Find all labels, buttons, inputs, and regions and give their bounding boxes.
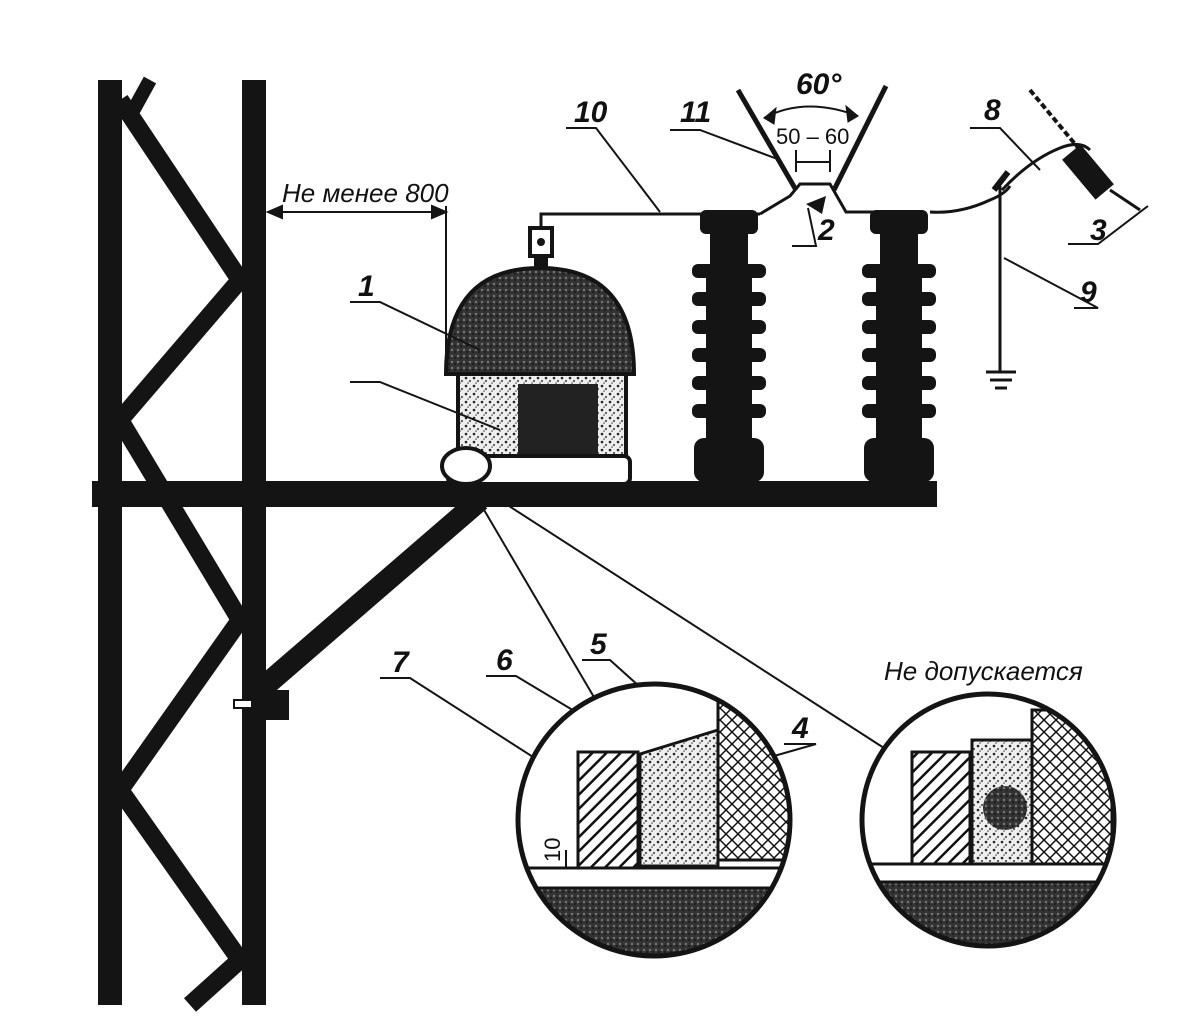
detail-connector-lines <box>469 485 885 749</box>
detail-allowed <box>515 681 793 959</box>
insulator-right <box>862 210 936 482</box>
wires <box>539 143 1092 228</box>
label-11: 11 <box>680 96 711 129</box>
ground-lead <box>986 170 1016 390</box>
angle-label: 60° <box>796 68 842 101</box>
insulator-left <box>692 210 766 482</box>
label-10: 10 <box>574 96 608 129</box>
label-6: 6 <box>496 644 513 677</box>
label-8: 8 <box>984 94 1001 127</box>
tower-lattice <box>98 76 266 1012</box>
label-1: 1 <box>358 270 375 303</box>
clearance-label: Не менее 800 <box>282 178 449 208</box>
label-5: 5 <box>590 628 608 661</box>
label-9: 9 <box>1080 276 1097 309</box>
detail-not-allowed <box>859 691 1117 949</box>
horn-gap <box>735 84 889 192</box>
not-allowed-caption: Не допускается <box>884 656 1083 686</box>
clearance-dimension <box>265 204 449 372</box>
label-4: 4 <box>791 712 809 745</box>
label-2: 2 <box>817 214 835 247</box>
height-label: 10 <box>540 838 565 862</box>
label-7: 7 <box>392 646 410 679</box>
protective-element <box>1028 88 1141 212</box>
electrode-2 <box>806 196 826 214</box>
label-3: 3 <box>1090 214 1107 247</box>
gap-label: 50 – 60 <box>776 124 849 149</box>
arrester-body <box>440 226 637 486</box>
